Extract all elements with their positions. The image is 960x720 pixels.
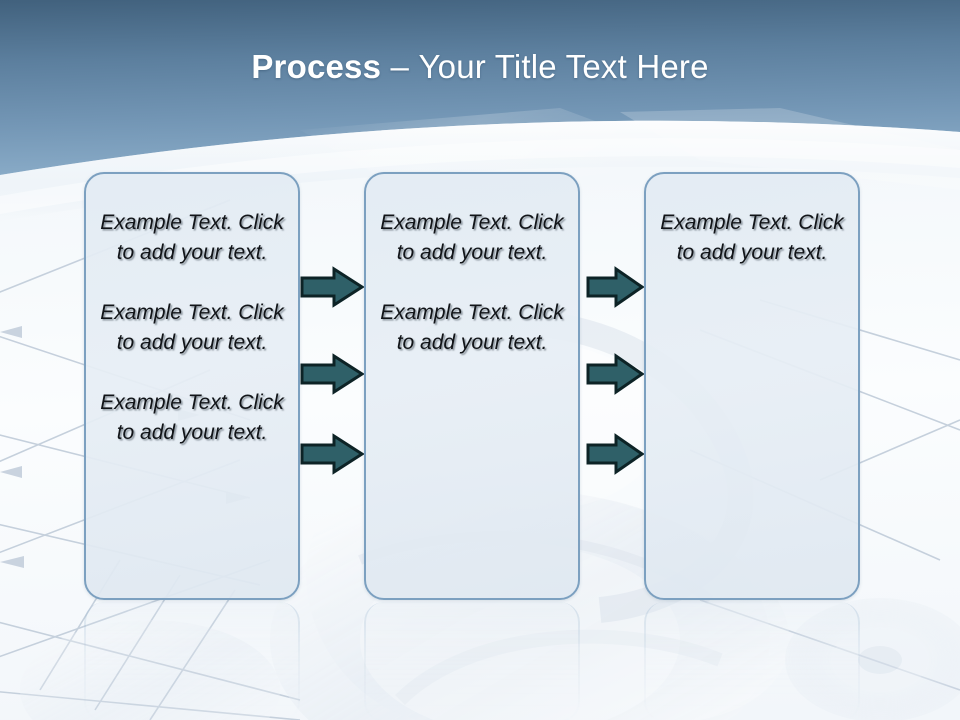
- process-box-3-content: Example Text. Click to add your text.: [646, 208, 858, 268]
- process-box-1-paragraph-1: Example Text. Click to add your text.: [100, 211, 284, 264]
- box-reflection-2: [364, 602, 580, 720]
- title-separator: –: [390, 48, 410, 85]
- box-reflection-3: [644, 602, 860, 720]
- arrow-right-icon-1c[interactable]: [300, 433, 364, 475]
- slide-title: Process – Your Title Text Here: [0, 48, 960, 86]
- arrow-right-icon-1a[interactable]: [300, 266, 364, 308]
- box-reflection-1: [84, 602, 300, 720]
- process-box-2-content: Example Text. Click to add your text. Ex…: [366, 208, 578, 358]
- arrow-right-icon-2a[interactable]: [586, 266, 644, 308]
- process-box-2-paragraph-2: Example Text. Click to add your text.: [380, 301, 564, 354]
- process-box-2-paragraph-1: Example Text. Click to add your text.: [380, 211, 564, 264]
- arrow-right-icon-2b[interactable]: [586, 353, 644, 395]
- process-box-1[interactable]: Example Text. Click to add your text. Ex…: [84, 172, 300, 600]
- process-box-1-paragraph-3: Example Text. Click to add your text.: [100, 391, 284, 444]
- title-bold-part: Process: [251, 48, 382, 85]
- process-box-3-paragraph-1: Example Text. Click to add your text.: [660, 211, 844, 264]
- process-box-1-paragraph-2: Example Text. Click to add your text.: [100, 301, 284, 354]
- process-box-1-content: Example Text. Click to add your text. Ex…: [86, 208, 298, 448]
- arrow-right-icon-2c[interactable]: [586, 433, 644, 475]
- process-box-2[interactable]: Example Text. Click to add your text. Ex…: [364, 172, 580, 600]
- process-box-3[interactable]: Example Text. Click to add your text.: [644, 172, 860, 600]
- arrow-right-icon-1b[interactable]: [300, 353, 364, 395]
- title-rest: Your Title Text Here: [418, 48, 709, 85]
